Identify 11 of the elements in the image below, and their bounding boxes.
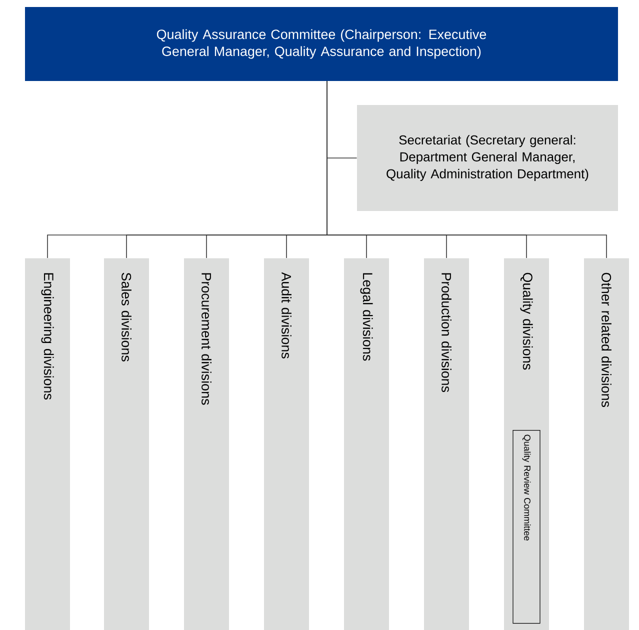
division-bar: Other related divisions <box>584 258 629 630</box>
connector-line <box>326 80 607 258</box>
sub-committee-box: Quality Review Committee <box>512 430 540 624</box>
division-bar: Legal divisions <box>344 258 389 630</box>
division-bar: Sales divisions <box>104 258 149 630</box>
division-bar: Audit divisions <box>264 258 309 630</box>
secretariat-box: Secretariat (Secretary general: Department General Manager, Quality Administration Department) <box>357 105 618 211</box>
division-bar: Engineering divisions <box>25 258 70 630</box>
committee-box: Quality Assurance Committee (Chairperson: Executive General Manager, Quality Assurance and Inspection) <box>25 7 618 81</box>
division-bar: Procurement divisions <box>184 258 229 630</box>
division-bar: Production divisions <box>424 258 469 630</box>
